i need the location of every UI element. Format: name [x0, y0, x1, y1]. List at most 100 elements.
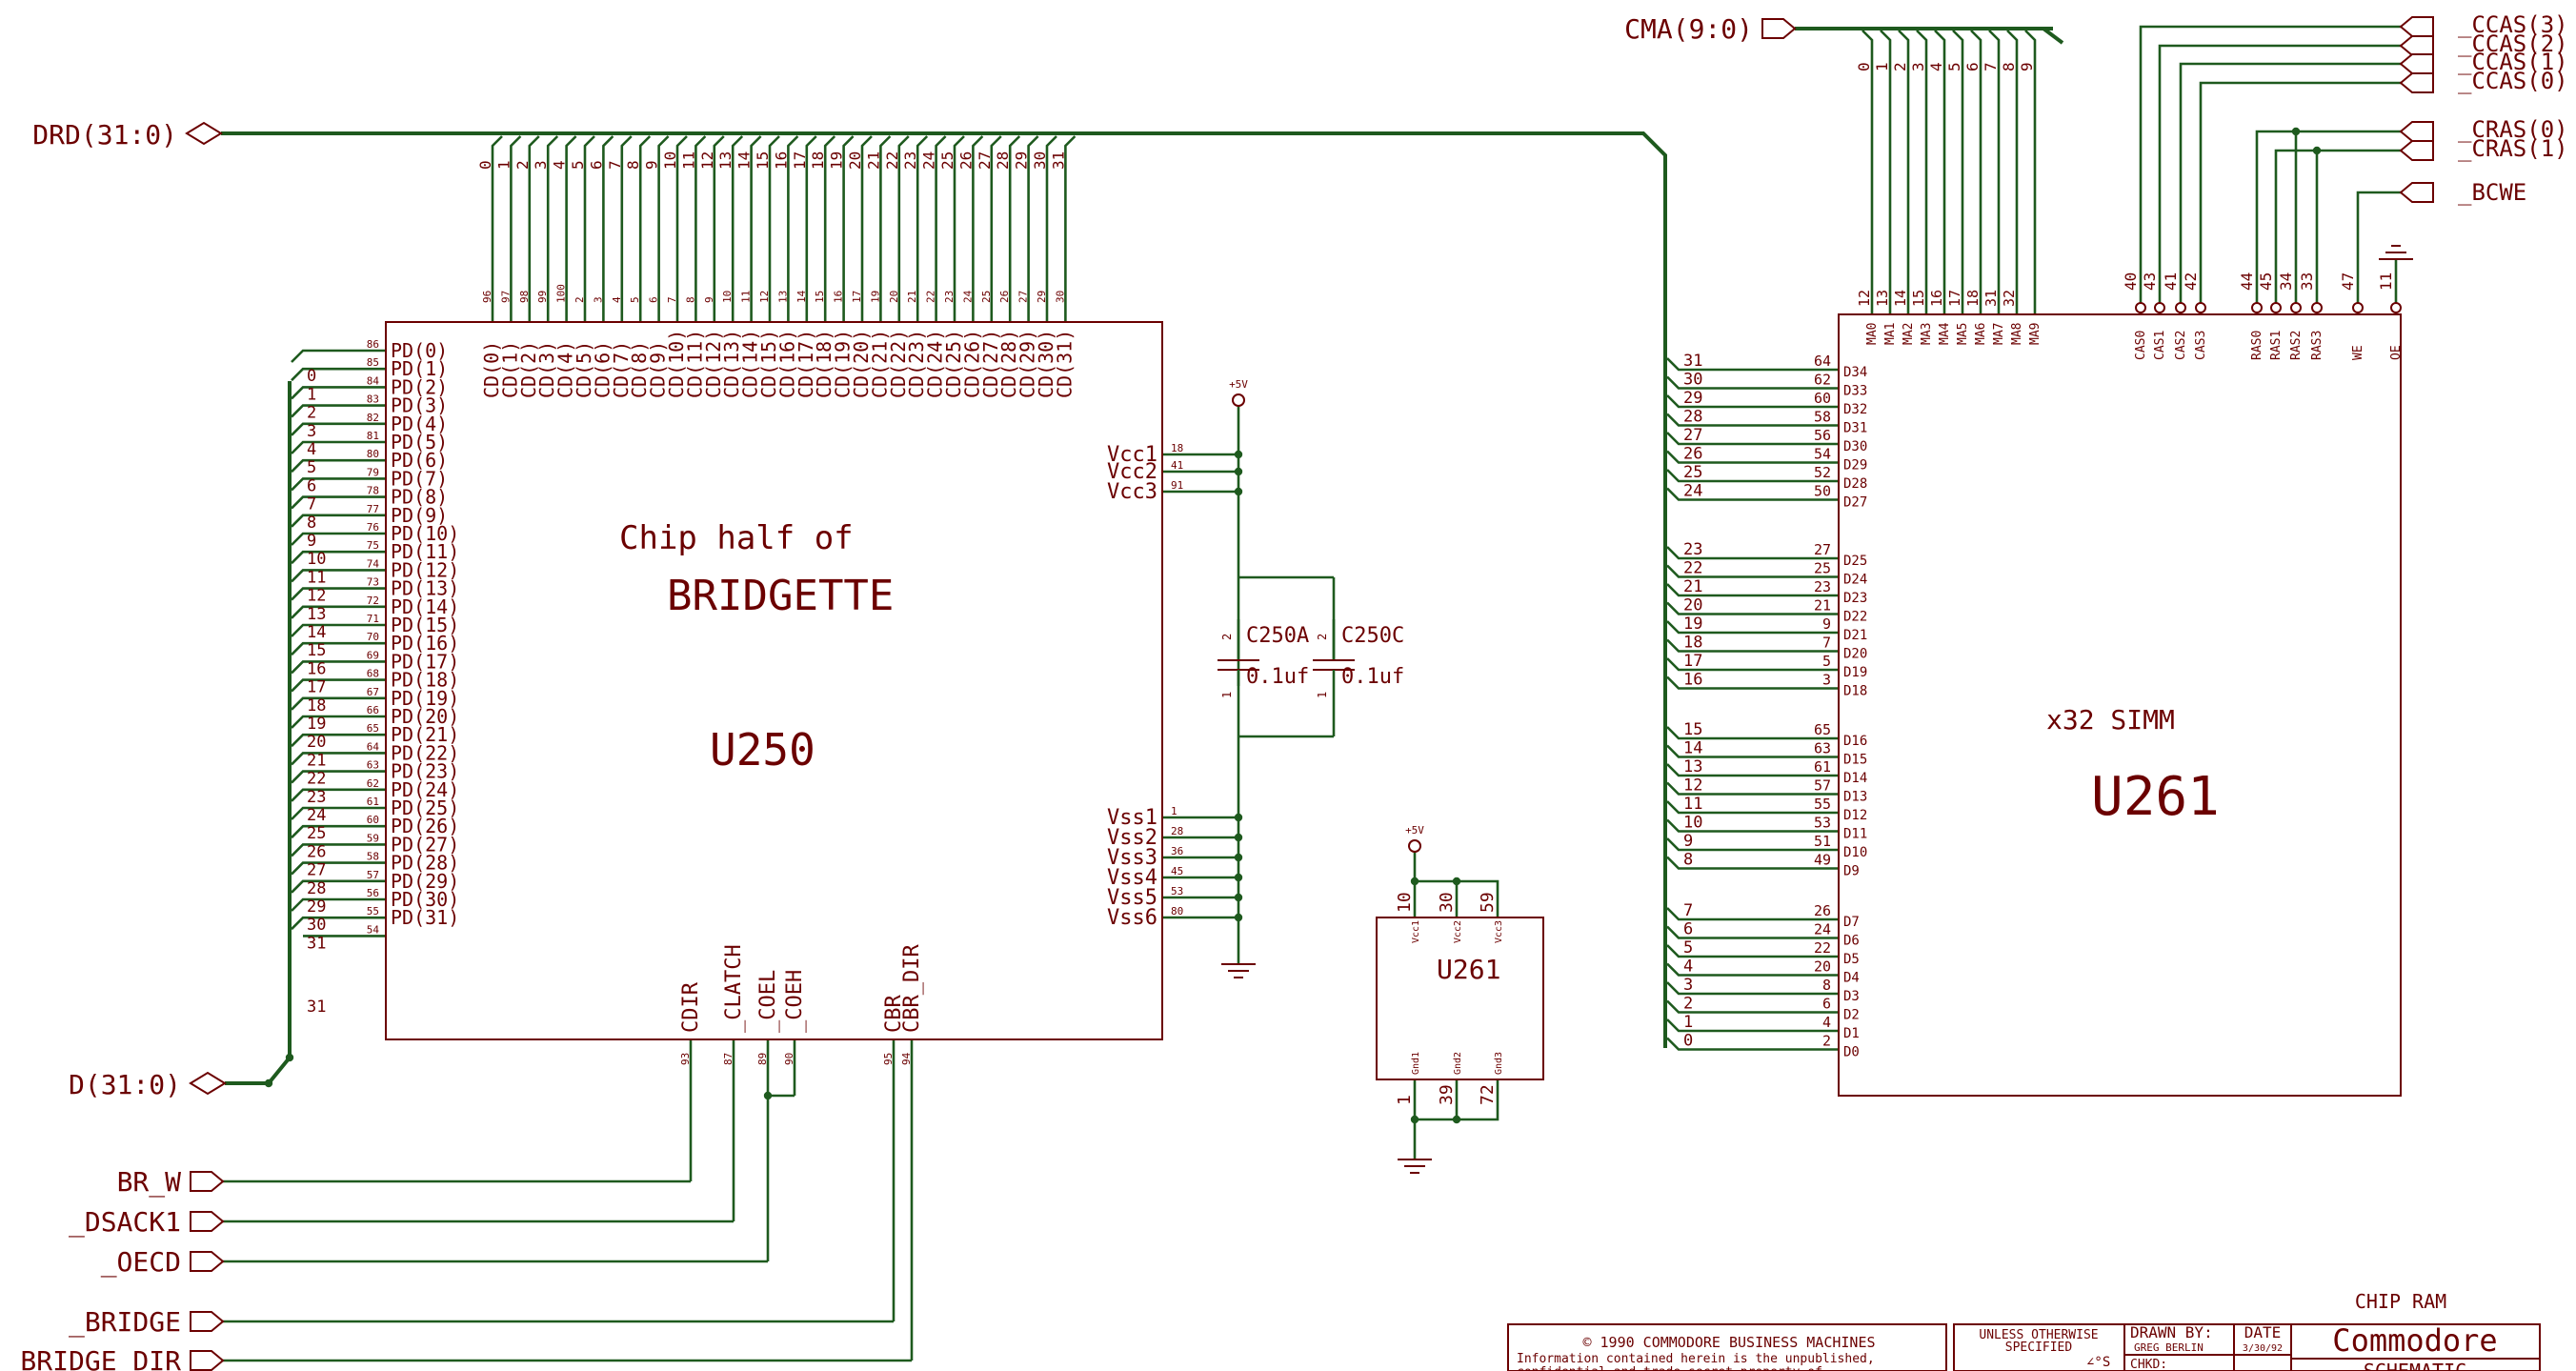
- simm-d-name: D18: [1843, 684, 1867, 699]
- port-bcwe: [2399, 182, 2434, 203]
- pd-pin: 73: [367, 576, 379, 589]
- cd-pin: 19: [869, 291, 881, 303]
- ma-wire: [1916, 30, 1928, 314]
- u261-top-pin-name: Vcc1: [1411, 920, 1421, 943]
- pd-pin-name: PD(2): [391, 375, 448, 398]
- simm-d-name: D28: [1843, 476, 1867, 492]
- pd-wire: [291, 641, 386, 656]
- pd-pin: 55: [367, 905, 379, 917]
- pd-wire: [291, 788, 386, 802]
- drd-port: [185, 121, 223, 146]
- cd-wire: [491, 135, 503, 322]
- cd-bit: 12: [698, 151, 716, 170]
- simm-d-bit: 2: [1683, 995, 1693, 1014]
- cd-pin: 23: [943, 291, 956, 303]
- tb-chkd: CHKD:: [2130, 1358, 2167, 1371]
- cap-pin: 1: [1220, 692, 1234, 698]
- port-label-ccas2: _CCAS(2): [2458, 30, 2568, 57]
- cas-wire: [2158, 44, 2401, 314]
- ma-wire: [1862, 30, 1874, 314]
- simm-d-pin: 62: [1814, 372, 1831, 389]
- cd-wire: [768, 135, 780, 322]
- simm-d-name: D4: [1843, 971, 1860, 986]
- simm-d-pin: 64: [1814, 353, 1831, 370]
- cd-pin-name: CD(26): [960, 330, 983, 398]
- pd-bit: 21: [307, 751, 326, 770]
- simm-d-wire: [1666, 1037, 1839, 1051]
- simm-d-wire: [1666, 394, 1839, 409]
- pd-bit: 18: [307, 696, 326, 716]
- cd-pin-name: CD(14): [739, 330, 762, 398]
- pd-bit: 31: [307, 998, 326, 1017]
- junction-dot: [763, 1091, 773, 1100]
- pd-pin: 72: [367, 595, 379, 607]
- vss-pin: 80: [1171, 905, 1183, 917]
- simm-d-pin: 63: [1814, 740, 1831, 757]
- cd-pin-name: CD(11): [683, 330, 706, 398]
- simm-d-wire: [1666, 907, 1839, 921]
- simm-d-bit: 10: [1683, 814, 1702, 833]
- simm-d-wire: [1666, 487, 1839, 501]
- cd-pin-name: CD(20): [850, 330, 873, 398]
- pd-pin-name: PD(24): [391, 778, 459, 801]
- cd-pin-name: CD(25): [942, 330, 965, 398]
- junction-dot: [285, 1053, 294, 1062]
- port-label-bridge_dir: BRIDGE_DIR: [20, 1345, 181, 1371]
- junction-dot: [264, 1079, 273, 1088]
- pd-pin-name: PD(12): [391, 558, 459, 581]
- we-wire: [2356, 191, 2401, 314]
- simm-d-pin: 65: [1814, 721, 1831, 738]
- cd-bit: 19: [828, 151, 846, 170]
- simm-top-pin: 11: [2377, 272, 2395, 291]
- pd-pin: 54: [367, 923, 380, 936]
- u250-desc2: BRIDGETTE: [667, 572, 894, 620]
- simm-d-wire: [1666, 944, 1839, 958]
- simm-top-pin: 43: [2141, 272, 2159, 291]
- cd-bit: 1: [494, 160, 513, 170]
- u261-gnd-wire: [1415, 1079, 1499, 1121]
- u261-power-ref: U261: [1437, 954, 1500, 985]
- u250-bottom-pin-name: CBR_DIR: [900, 944, 924, 1033]
- vss-name: Vss2: [1107, 826, 1157, 850]
- cd-bit: 30: [1031, 151, 1049, 170]
- cd-pin-name: CD(4): [554, 341, 577, 398]
- u261-power-body: [1376, 917, 1544, 1080]
- ma-wire: [2006, 30, 2019, 314]
- simm-top-pin-name: RAS0: [2250, 331, 2264, 360]
- pd-bit: 6: [307, 476, 316, 495]
- pd-wire: [291, 440, 386, 454]
- simm-d-bit: 29: [1683, 389, 1702, 408]
- pd-wire: [291, 349, 386, 363]
- ma-bit: 2: [1891, 62, 1909, 71]
- junction-dot: [1452, 1115, 1461, 1124]
- tb-tol: ∠°S: [2086, 1355, 2110, 1370]
- pd-pin-name: PD(10): [391, 522, 459, 545]
- simm-d-wire: [1666, 413, 1839, 427]
- simm-d-pin: 61: [1814, 758, 1831, 776]
- pd-pin-name: PD(16): [391, 632, 459, 655]
- cap-value: 0.1uf: [1246, 665, 1309, 689]
- port-ccas0: [2399, 72, 2434, 93]
- simm-d-bit: 11: [1683, 795, 1702, 814]
- pd-wire: [291, 422, 386, 436]
- simm-d-wire: [1666, 856, 1839, 870]
- cd-pin-name: CD(31): [1053, 330, 1076, 398]
- simm-d-pin: 9: [1822, 615, 1831, 633]
- simm-d-name: D3: [1843, 989, 1860, 1004]
- vcc-name: Vcc3: [1107, 480, 1157, 504]
- simm-d-wire: [1666, 800, 1839, 815]
- cd-pin: 12: [758, 291, 771, 303]
- u250-bottom-pin-name: CDIR: [679, 981, 703, 1033]
- ma-bit: 3: [1909, 62, 1927, 71]
- simm-d-pin: 5: [1822, 653, 1831, 670]
- pin-bubble: [2311, 302, 2323, 313]
- pd-bit: 24: [307, 806, 326, 825]
- tb-doctype: SCHEMATIC: [2364, 1360, 2466, 1371]
- pd-pin: 71: [367, 613, 379, 625]
- pd-pin: 82: [367, 412, 379, 424]
- simm-d-bit: 23: [1683, 540, 1702, 559]
- cd-pin-name: CD(24): [924, 330, 947, 398]
- pd-pin-name: PD(3): [391, 394, 448, 417]
- ma-pin: 14: [1892, 290, 1909, 307]
- cd-bit: 7: [606, 160, 624, 170]
